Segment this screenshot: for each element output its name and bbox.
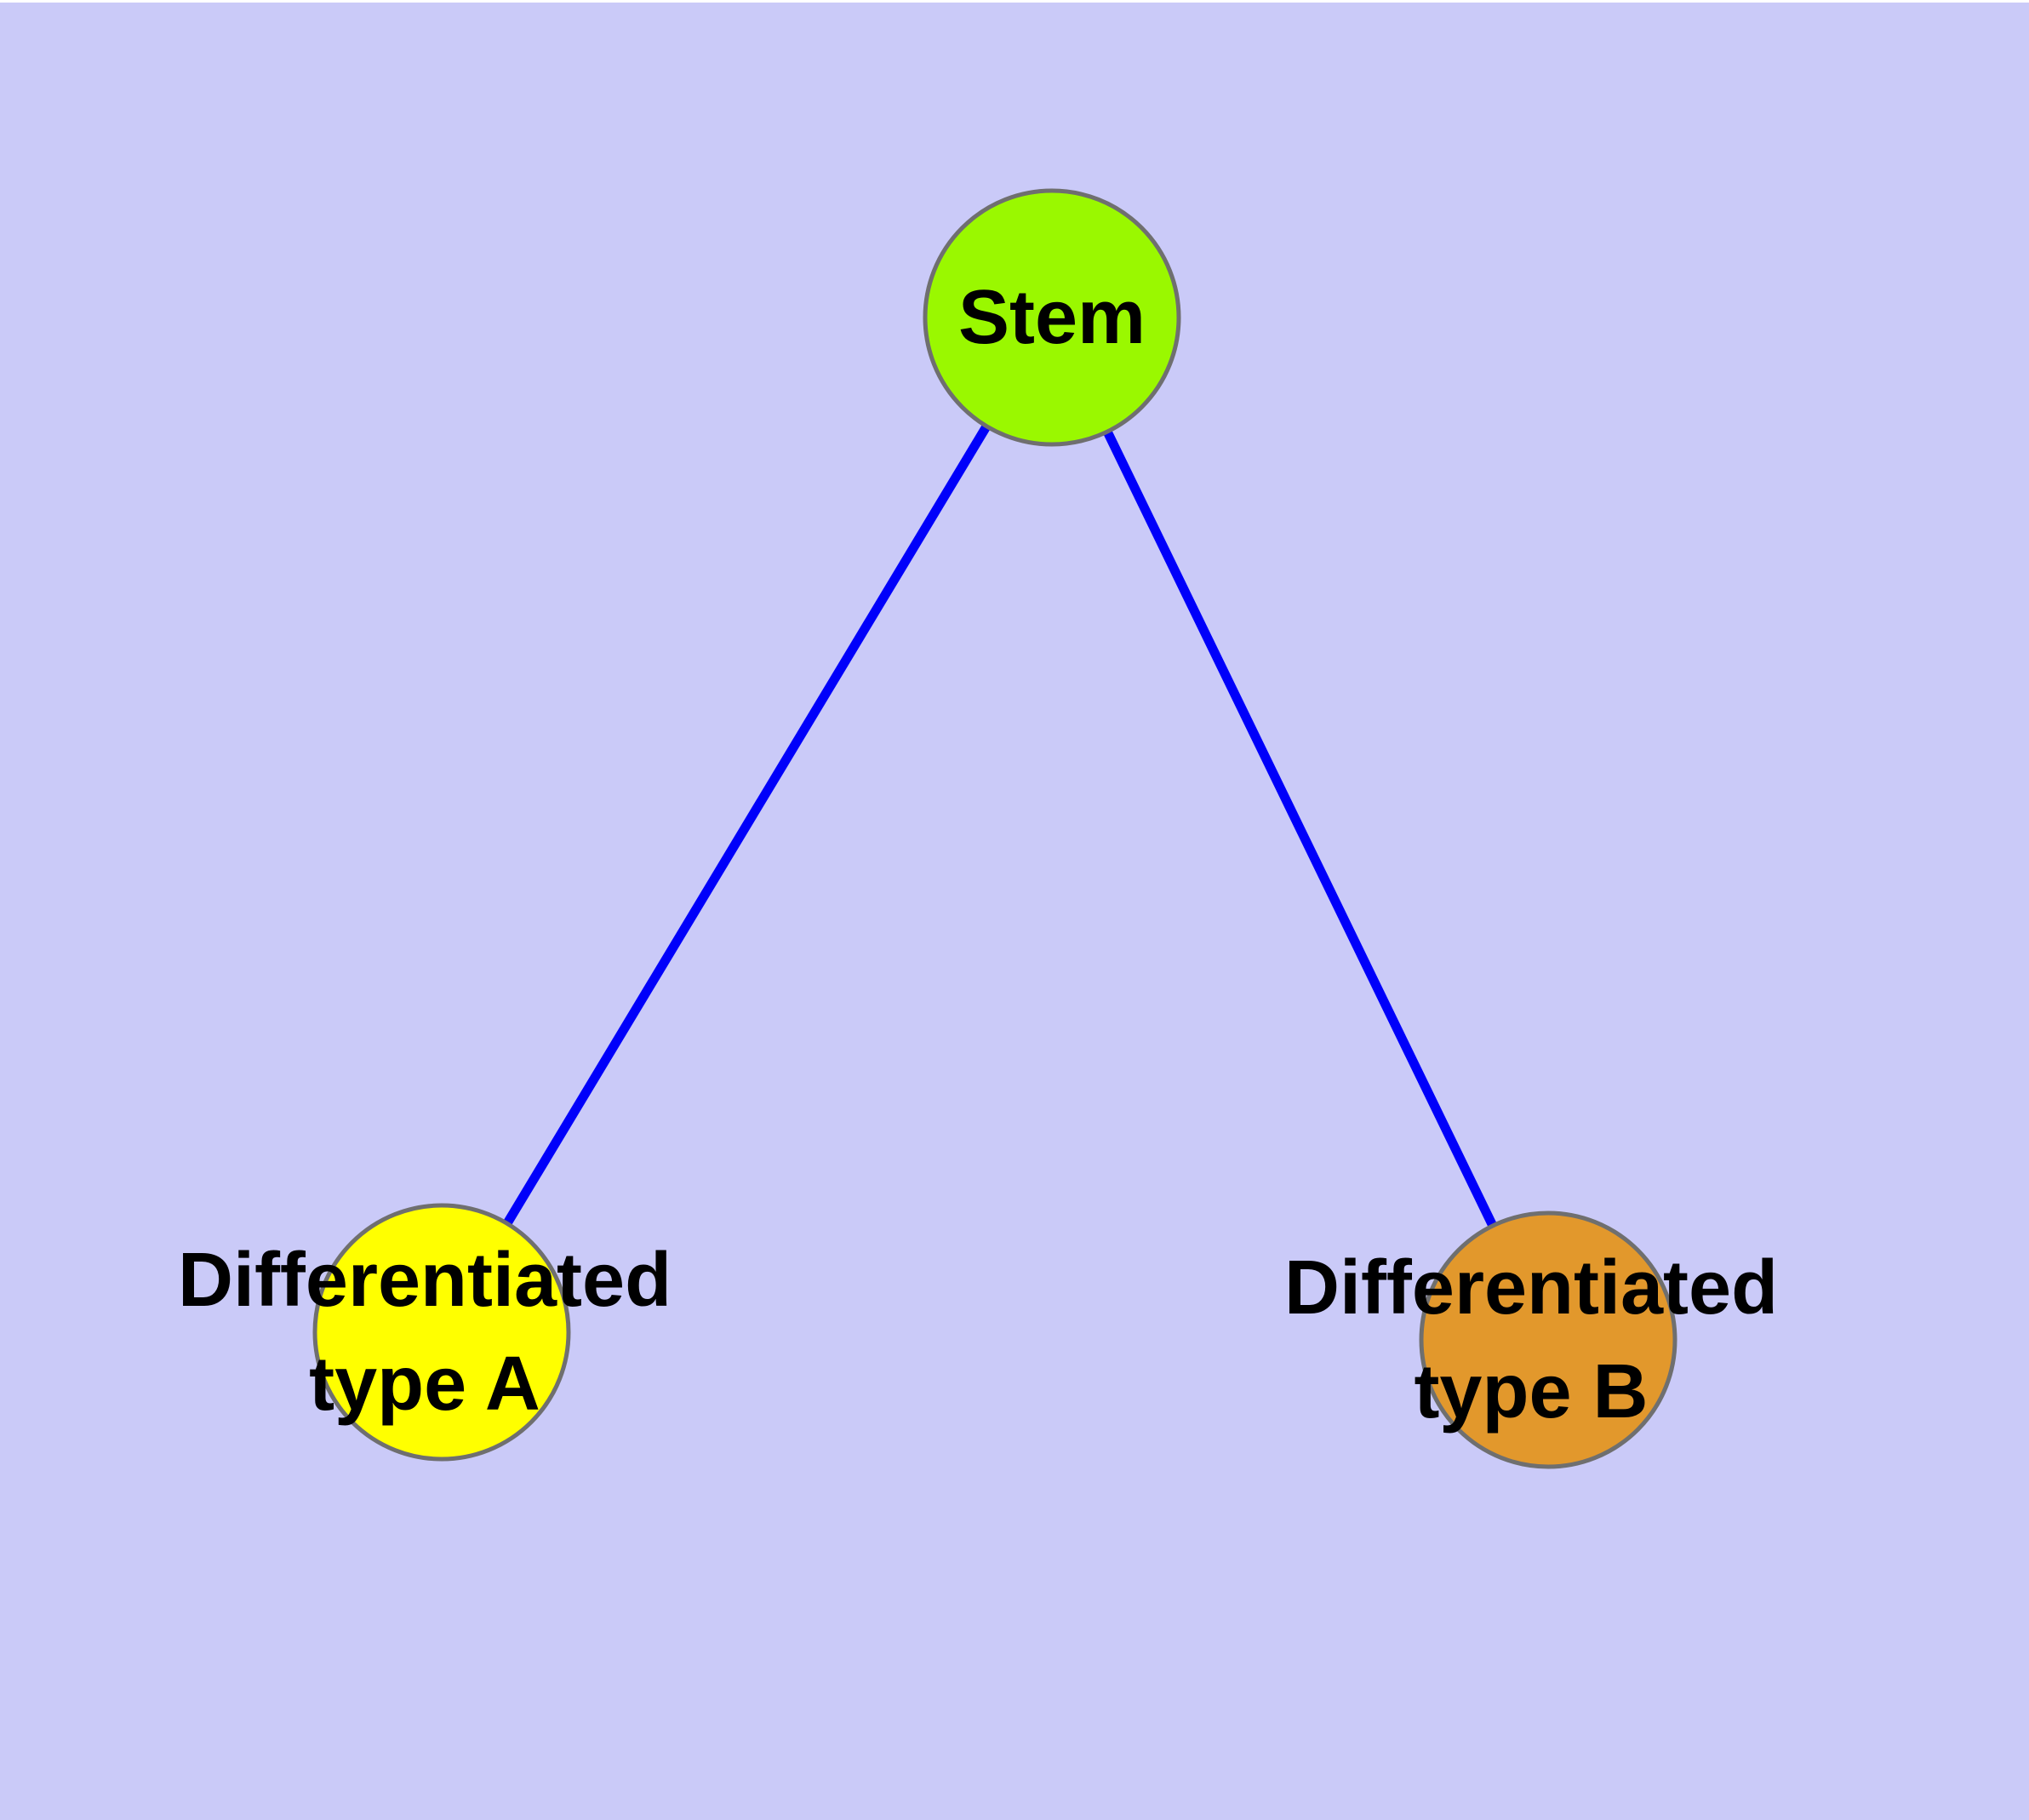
top-border	[0, 0, 2029, 3]
node-circle-typeA	[312, 1203, 571, 1462]
node-circle-stem	[923, 188, 1181, 447]
edge-stem-typeB	[1048, 315, 1552, 1342]
node-circle-typeB	[1419, 1210, 1677, 1469]
edge-stem-typeA	[437, 315, 1056, 1335]
